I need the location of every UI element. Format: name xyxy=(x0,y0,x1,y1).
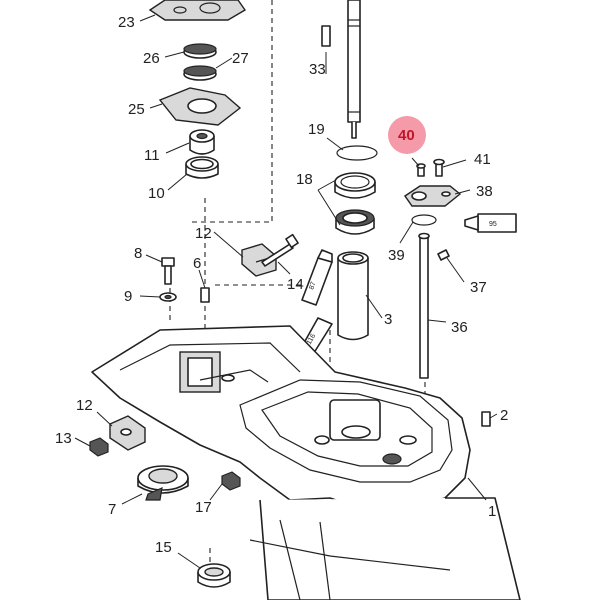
sealant-tube-87: 87 xyxy=(301,249,333,306)
part-11-bushing xyxy=(189,129,215,155)
sealant-tube-95: 95 xyxy=(464,213,517,233)
callout-26: 26 xyxy=(143,50,160,67)
callout-25: 25 xyxy=(128,101,145,118)
callout-19: 19 xyxy=(308,121,325,138)
part-19-o-ring xyxy=(336,145,378,161)
part-9-washer xyxy=(159,292,177,302)
callout-13: 13 xyxy=(55,430,72,447)
part-12-block-lower xyxy=(109,415,146,451)
highlight-badge xyxy=(388,116,426,154)
part-10-sleeve xyxy=(185,156,219,179)
callout-37: 37 xyxy=(470,279,487,296)
part-25-gasket xyxy=(158,87,242,126)
callout-7: 7 xyxy=(108,501,116,518)
callout-6: 6 xyxy=(193,255,201,272)
part-33-pin xyxy=(321,25,331,47)
callout-10: 10 xyxy=(148,185,165,202)
callout-8: 8 xyxy=(134,245,142,262)
part-1-gear-housing xyxy=(91,325,521,600)
callout-1: 1 xyxy=(488,503,496,520)
callout-12-lower: 12 xyxy=(76,397,93,414)
part-2-pin xyxy=(481,411,491,427)
part-7-anode xyxy=(137,465,189,501)
part-23-plate xyxy=(148,0,247,21)
drive-shaft xyxy=(347,0,361,139)
part-26-seal xyxy=(183,43,217,59)
callout-9: 9 xyxy=(124,288,132,305)
callout-14: 14 xyxy=(287,276,304,293)
callout-39: 39 xyxy=(388,247,405,264)
part-17-block xyxy=(221,471,241,491)
part-12-block-upper xyxy=(241,243,277,277)
tube-95-label: 95 xyxy=(489,221,497,228)
part-18-bearing xyxy=(334,172,376,235)
callout-36: 36 xyxy=(451,319,468,336)
part-27-seal xyxy=(183,65,217,81)
callout-23: 23 xyxy=(118,14,135,31)
part-38-bracket xyxy=(404,185,462,207)
callout-27: 27 xyxy=(232,50,249,67)
leader-lines xyxy=(74,14,498,569)
callout-12-upper: 12 xyxy=(195,225,212,242)
part-36-shift-rod xyxy=(418,232,430,379)
callout-11: 11 xyxy=(144,147,160,164)
callout-2: 2 xyxy=(500,407,508,424)
callout-18: 18 xyxy=(296,171,313,188)
callout-38: 38 xyxy=(476,183,493,200)
callout-41: 41 xyxy=(474,151,491,168)
part-40-screw xyxy=(416,163,426,177)
part-8-bolt xyxy=(161,257,175,285)
callout-15: 15 xyxy=(155,539,172,556)
part-15-plug xyxy=(197,563,231,588)
part-37-clip xyxy=(437,249,450,261)
callout-labels: 23 26 27 25 11 10 12 14 8 9 6 18 19 33 3… xyxy=(55,14,508,556)
callout-3: 3 xyxy=(384,311,392,328)
part-41-bolt xyxy=(433,158,445,177)
part-39-o-ring xyxy=(411,214,437,226)
callout-40-highlighted: 40 xyxy=(398,127,415,144)
part-14-bolt xyxy=(261,233,299,267)
part-13-nut xyxy=(89,437,109,457)
tube-116-label: 116 xyxy=(306,333,318,346)
callout-17: 17 xyxy=(195,499,212,516)
callout-33: 33 xyxy=(309,61,326,78)
part-3-tube xyxy=(337,251,369,341)
part-6-pin xyxy=(200,287,210,303)
tube-87-label: 87 xyxy=(308,281,317,291)
